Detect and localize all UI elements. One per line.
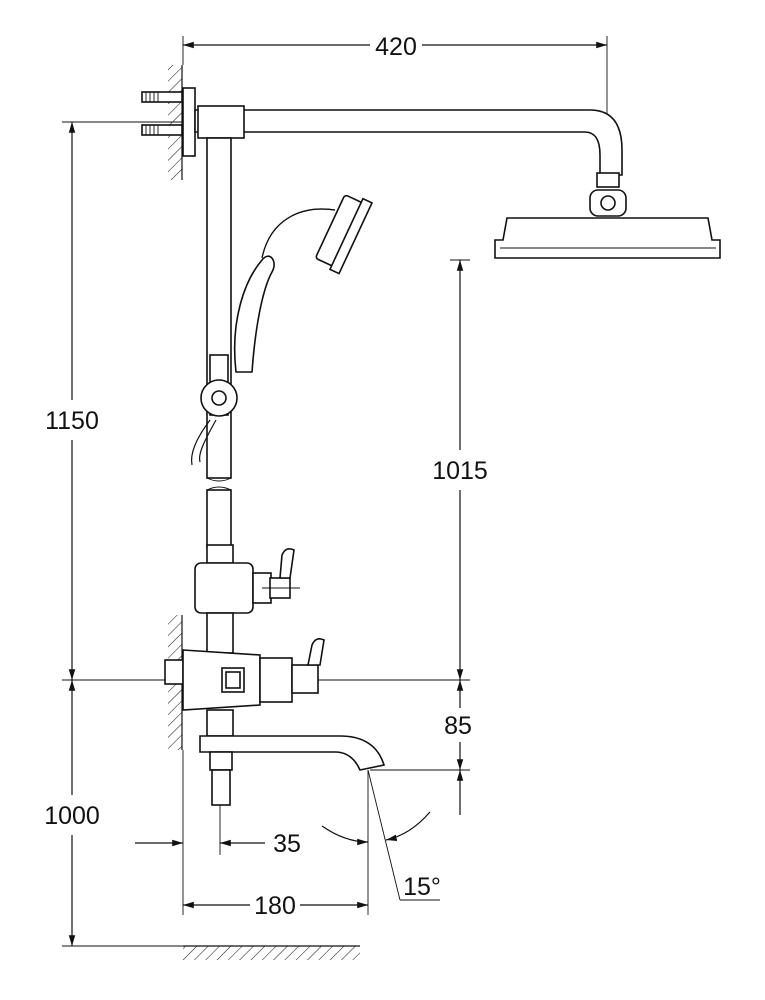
wall-upper	[168, 65, 183, 180]
dimension-35: 35	[135, 830, 301, 858]
hand-shower	[190, 194, 374, 466]
dim-label-180: 180	[254, 892, 296, 920]
dim-label-15-degrees: 15°	[403, 873, 441, 901]
dimension-180: 180	[183, 892, 368, 920]
wall-mount-bolts	[141, 87, 196, 157]
dim-label-85: 85	[444, 712, 472, 740]
diverter-valve	[194, 544, 300, 614]
floor	[183, 945, 360, 960]
rain-shower-head	[494, 217, 721, 259]
extension-lines	[62, 36, 608, 947]
dimension-1150: 1150	[45, 122, 99, 680]
shower-arm	[194, 105, 627, 217]
dimension-1015: 1015	[432, 260, 488, 680]
dim-label-1150: 1150	[45, 407, 99, 435]
dim-label-35: 35	[273, 830, 301, 858]
dim-label-1015: 1015	[432, 457, 488, 485]
dimension-85: 85	[444, 680, 472, 815]
bath-spout	[199, 735, 386, 806]
dim-label-420: 420	[375, 33, 417, 61]
dimension-420: 420	[183, 33, 607, 61]
riser-pipe	[206, 137, 232, 549]
dim-label-1000: 1000	[44, 802, 100, 830]
thermostatic-mixer	[164, 612, 325, 737]
dimension-angle-15: 15°	[321, 811, 441, 901]
dimension-1000: 1000	[44, 680, 100, 946]
